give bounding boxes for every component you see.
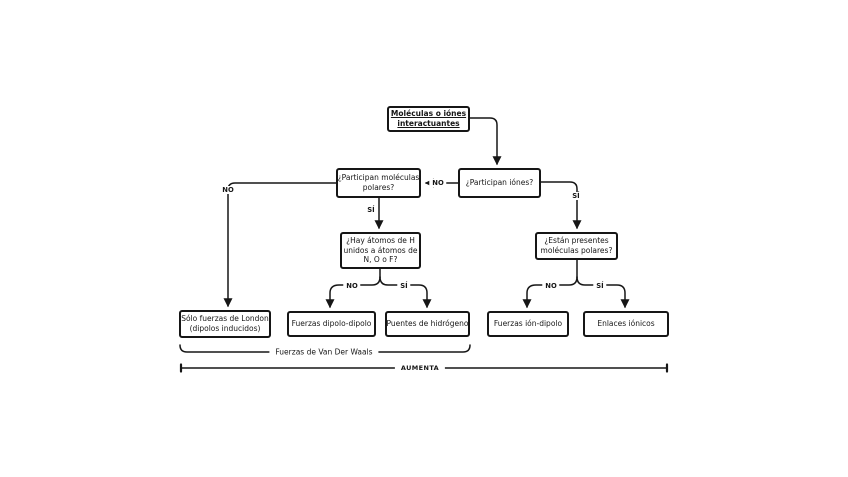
- edge-polar2-no: [522, 276, 578, 309]
- edge-label-hydrogen-no: NO: [343, 282, 361, 290]
- node-question-estan-presentes-polares: ¿Están presentes moléculas polares?: [535, 232, 618, 260]
- edge-label-ions-yes: SÍ: [569, 192, 583, 200]
- node-result-fuerzas-dipolo-dipolo: Fuerzas dipolo-dipolo: [287, 311, 376, 337]
- node-root-moleculas-o-iones: Moléculas o iónes interactuantes: [387, 106, 470, 132]
- edge-label-polar-yes: SÍ: [364, 206, 378, 214]
- aumenta-label: AUMENTA: [394, 364, 446, 372]
- edge-polar-no: [223, 182, 337, 308]
- node-question-atomos-de-h: ¿Hay átomos de H unidos a átomos de N, O…: [340, 232, 421, 269]
- node-question-participan-moleculas-polares: ¿Participan moléculas polares?: [336, 168, 421, 198]
- node-result-fuerzas-de-london: Sólo fuerzas de London (dipolos inducido…: [179, 310, 271, 338]
- node-result-puentes-de-hidrogeno: Puentes de hidrógeno: [385, 311, 470, 337]
- edge-label-polar-no: NO: [219, 186, 237, 194]
- node-result-enlaces-ionicos: Enlaces iónicos: [583, 311, 669, 337]
- edge-root-to-ions: [469, 117, 502, 166]
- node-result-fuerzas-ion-dipolo: Fuerzas ión-dipolo: [487, 311, 569, 337]
- edge-hydrogen-yes: [379, 276, 432, 309]
- van-der-waals-label: Fuerzas de Van Der Waals: [269, 347, 379, 357]
- edge-label-ions-no: NO: [429, 179, 447, 187]
- edge-label-polar2-no: NO: [542, 282, 560, 290]
- edge-label-hydrogen-yes: SÍ: [397, 282, 411, 290]
- node-question-participan-iones: ¿Participan iónes?: [458, 168, 541, 198]
- edge-ions-yes: [540, 181, 582, 230]
- edge-polar2-yes: [576, 276, 630, 309]
- edge-hydrogen-no: [325, 276, 381, 309]
- edge-label-polar2-yes: SÍ: [593, 282, 607, 290]
